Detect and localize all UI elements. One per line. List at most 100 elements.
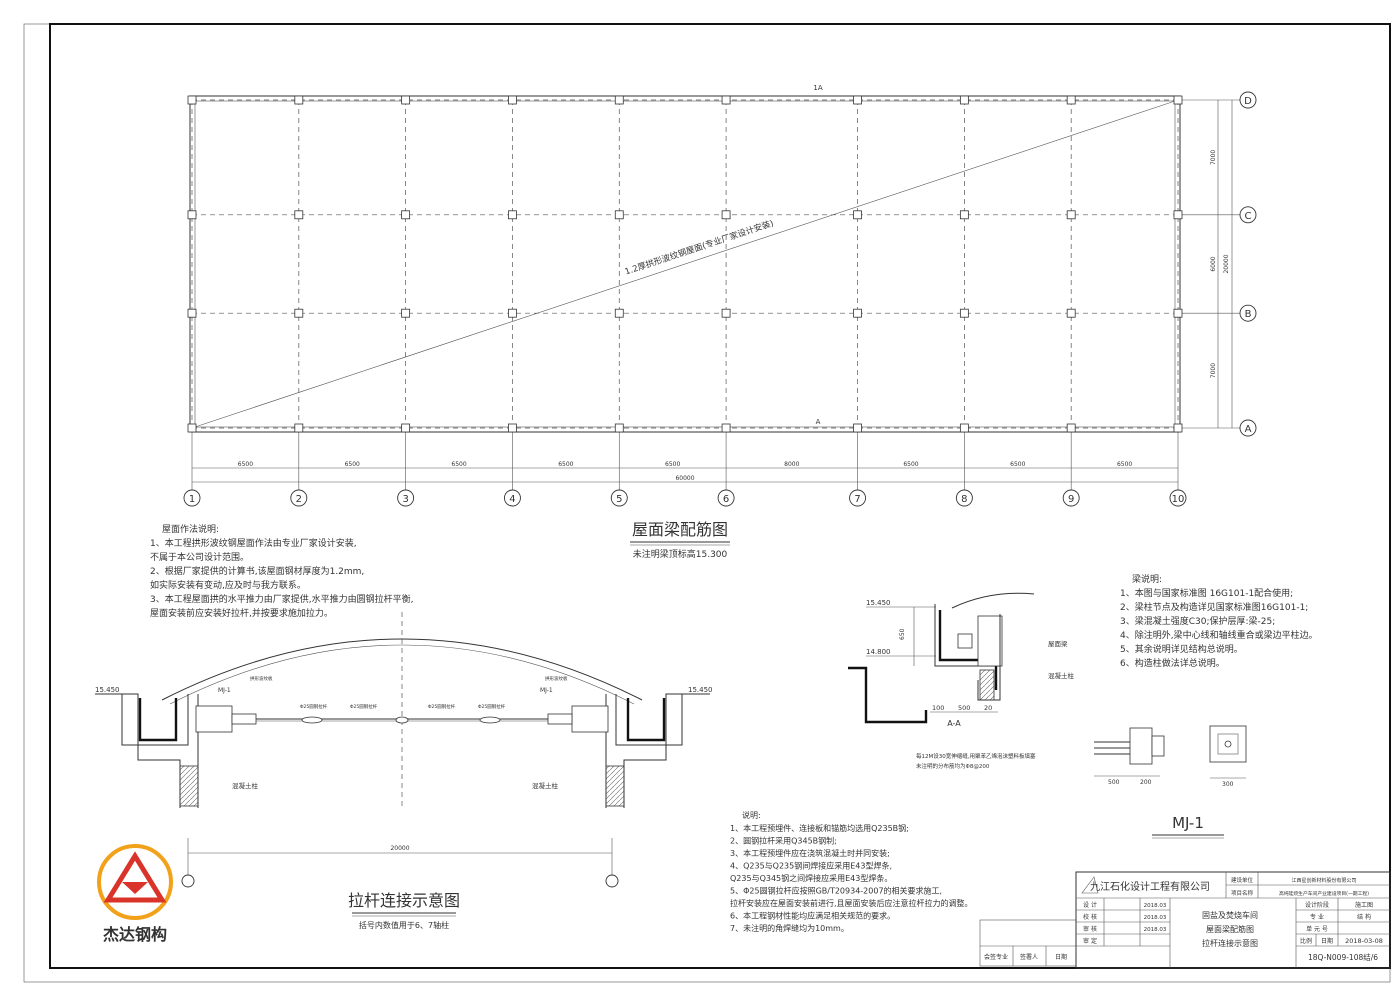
plan-column (614, 95, 624, 105)
sign-col-2: 签署人 (1020, 953, 1038, 961)
aa-dim-100: 100 (932, 704, 944, 712)
stage-value: 施工图 (1355, 901, 1373, 909)
plan-column (1066, 210, 1076, 220)
plan-column (508, 95, 517, 105)
mj-1-detail: 500 200 300 MJ-1 (1094, 725, 1247, 839)
tie-rod-subtitle: 括号内数值用于6、7轴柱 (359, 920, 449, 930)
tie-rod-diagram: Φ25圆钢拉杆 Φ25圆钢拉杆 Φ25圆钢拉杆 Φ25圆钢拉杆 拱形波纹板 拱形… (95, 612, 713, 930)
plan-outline (189, 95, 1181, 433)
plan-column (959, 95, 969, 105)
plan-column (853, 210, 862, 220)
plan-column (187, 210, 197, 220)
sig-row-label: 设 计 (1083, 901, 1097, 909)
stage-label: 设计阶段 (1305, 901, 1329, 909)
plan-column (294, 210, 304, 220)
axis-label-col: 9 (1068, 494, 1074, 505)
axis-label-col: 5 (616, 494, 622, 505)
drawing-number: 18Q-N009-108结/6 (1308, 952, 1378, 962)
note-line: 3、梁混凝土强度C30;保护层厚:梁-25; (1120, 615, 1275, 627)
concrete-right-label: 混凝土柱 (532, 781, 559, 790)
plan-inner-outline (194, 100, 1176, 428)
total-width-dim: 20000 (1223, 254, 1230, 273)
major-value: 结 构 (1357, 913, 1371, 921)
mj-right-label: MJ-1 (540, 687, 553, 694)
plan-column (1066, 423, 1076, 433)
note-line: 屋面安装前应安装好拉杆,并按要求施加拉力。 (150, 607, 333, 619)
note-line: 1、本工程拱形波纹钢屋面作法由专业厂家设计安装, (150, 537, 357, 549)
bay-dim: 6500 (451, 461, 466, 468)
axis-bubble-col (849, 489, 866, 507)
tie-span-dim: 20000 (390, 845, 409, 852)
svg-text:Φ25圆钢拉杆: Φ25圆钢拉杆 (350, 703, 378, 710)
axis-label-col: 3 (402, 494, 408, 505)
axis-bubble-col (1169, 489, 1187, 507)
row-dim: 6000 (1210, 256, 1217, 271)
beam-notes-heading: 梁说明: (1132, 573, 1162, 585)
plan-column (853, 423, 862, 433)
mj-left-label: MJ-1 (218, 687, 231, 694)
section-mark-top: 1A (813, 84, 822, 92)
axis-bubble-col (290, 489, 308, 507)
row-dim: 7000 (1210, 150, 1217, 165)
axis-bubble-row (1239, 206, 1257, 224)
svg-text:拱形波纹板: 拱形波纹板 (545, 675, 568, 682)
note-line: 5、其余说明详见结构总说明。 (1120, 643, 1243, 655)
major-label: 专 业 (1310, 913, 1324, 921)
drawing-title-1: 固盐及焚烧车间 (1202, 910, 1258, 920)
plan-column (614, 423, 624, 433)
project-name: 高纯硅烷生产车间产业建设项目(一期工程) (1279, 890, 1369, 897)
plan-column (294, 423, 304, 433)
aa-dim-20: 20 (984, 704, 992, 712)
section-mark-bottom: A (816, 418, 821, 426)
sig-row-date: 2018.03 (1144, 915, 1167, 921)
plan-column (187, 95, 197, 105)
plan-column (1173, 95, 1183, 105)
plan-column (959, 308, 969, 318)
roof-arch (161, 638, 643, 701)
plan-subtitle: 未注明梁顶标高15.300 (633, 548, 728, 560)
total-length-dim: 60000 (675, 475, 694, 482)
plan-column (1066, 308, 1076, 318)
plan-column (508, 308, 517, 318)
row-dim: 7000 (1210, 363, 1217, 378)
plan-column (721, 210, 731, 220)
sig-row-label: 校 核 (1083, 913, 1097, 921)
note-line: 6、本工程钢材性能均应满足相关规范的要求。 (730, 911, 895, 921)
svg-text:拱形波纹板: 拱形波纹板 (250, 675, 273, 682)
plan-column (614, 308, 624, 318)
note-line: 3、本工程屋面拱的水平推力由厂家提供,水平推力由圆钢拉杆平衡, (150, 593, 413, 605)
plan-column (294, 95, 304, 105)
axis-bubble-col (397, 489, 415, 507)
plan-column (1066, 95, 1076, 105)
mj-title: MJ-1 (1172, 814, 1204, 832)
svg-text:Φ25圆钢拉杆: Φ25圆钢拉杆 (478, 703, 506, 710)
plan-column (401, 308, 411, 318)
plan-column (959, 210, 969, 220)
build-unit: 江西星创新材料股份有限公司 (1291, 877, 1356, 884)
axis-label-row: A (1245, 424, 1252, 435)
axis-label-col: 1 (189, 494, 195, 505)
axis-label-col: 10 (1172, 494, 1185, 505)
sign-col-1: 会签专业 (984, 953, 1008, 961)
axis-bubble-row (1239, 304, 1257, 322)
section-aa: 15.450 14.800 650 屋面梁 混凝土柱 100 500 20 A-… (848, 592, 1075, 770)
logo-inner-mark (122, 882, 148, 894)
build-unit-label: 建设单位 (1231, 876, 1254, 884)
plan-column (853, 308, 862, 318)
aa-col-label: 混凝土柱 (1048, 671, 1075, 680)
roof-label: 1.2厚拱形波纹钢屋面(专业厂家设计安装) (623, 218, 775, 278)
logo-triangle (103, 851, 167, 903)
note-line: 1、本图与国家标准图 16G101-1配合使用; (1120, 587, 1293, 599)
mj-dim-500: 500 (1108, 779, 1120, 786)
concrete-left-label: 混凝土柱 (232, 781, 259, 790)
sig-row-date: 2018.03 (1144, 927, 1167, 933)
note-line: Q235与Q345钢之间焊接应采用E43型焊条。 (730, 873, 892, 883)
date-label: 日期 (1321, 937, 1333, 945)
axis-bubble-col (955, 489, 973, 507)
plan-column (401, 210, 411, 220)
axis-bubble-row (1239, 91, 1257, 109)
aa-elev-top: 15.450 (866, 599, 891, 607)
aa-note1: 每12M设30宽伸缩缝,用聚苯乙烯泡沫塑料板填塞 (916, 752, 1036, 760)
bay-dim: 6500 (345, 461, 360, 468)
